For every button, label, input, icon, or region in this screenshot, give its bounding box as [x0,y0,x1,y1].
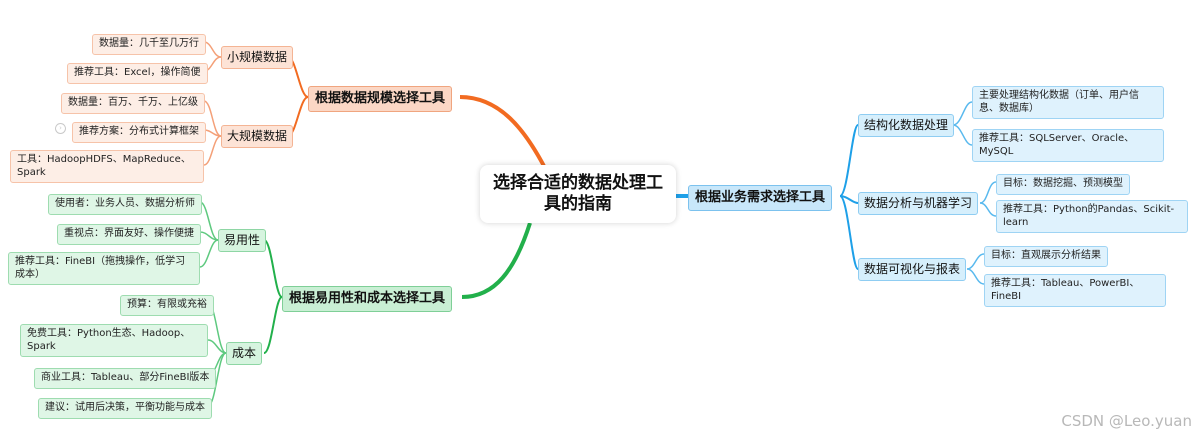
topic-large-data[interactable]: 大规模数据 [221,125,294,148]
connector-usability-cost [263,296,283,354]
connector-structured-leaf2 [952,124,973,146]
leaf-visual-goal[interactable]: 目标：直观展示分析结果 [984,246,1108,267]
watermark: CSDN @Leo.yuan [1061,412,1192,430]
leaf-large-tools[interactable]: 工具：HadoopHDFS、MapReduce、Spark [10,150,204,183]
connector-visual-leaf1 [966,253,985,270]
connector-structured-leaf1 [952,101,973,126]
topic-structured-data[interactable]: 结构化数据处理 [858,114,955,137]
connector-visual-leaf2 [966,268,985,285]
leaf-small-volume[interactable]: 数据量：几千至几万行 [92,34,206,55]
leaf-visual-tools[interactable]: 推荐工具：Tableau、PowerBI、FineBI [984,274,1166,307]
connector-large-leaf3 [203,135,222,166]
topic-cost[interactable]: 成本 [226,342,263,365]
branch-scale[interactable]: 根据数据规模选择工具 [308,86,453,113]
connector-root-usability [461,222,532,299]
topic-small-data[interactable]: 小规模数据 [221,46,294,69]
leaf-cost-free-tools[interactable]: 免费工具：Python生态、Hadoop、Spark [20,324,208,357]
connector-large-leaf2 [203,129,222,137]
connector-business-visual [839,195,859,270]
collapse-toggle-icon[interactable]: › [55,123,66,134]
leaf-ease-tool[interactable]: 推荐工具：FineBI（拖拽操作，低学习成本） [8,252,200,285]
branch-business-needs[interactable]: 根据业务需求选择工具 [688,185,833,212]
leaf-analysis-goal[interactable]: 目标：数据挖掘、预测模型 [996,174,1130,195]
leaf-ease-focus[interactable]: 重视点：界面友好、操作便捷 [57,224,201,245]
leaf-large-plan[interactable]: 推荐方案：分布式计算框架 [72,122,206,143]
leaf-small-tool[interactable]: 推荐工具：Excel，操作简便 [67,63,208,84]
connector-usability-ease [263,239,283,298]
topic-analysis-ml[interactable]: 数据分析与机器学习 [858,192,979,215]
topic-ease-of-use[interactable]: 易用性 [218,229,267,252]
connector-ease-leaf2 [199,231,219,241]
central-topic[interactable]: 选择合适的数据处理工具的指南 [480,165,676,223]
leaf-structured-desc[interactable]: 主要处理结构化数据（订单、用户信息、数据库） [972,86,1164,119]
connector-root-scale [459,95,547,169]
connector-analysis-leaf1 [979,181,997,204]
leaf-ease-users[interactable]: 使用者：业务人员、数据分析师 [48,194,202,215]
topic-visualization[interactable]: 数据可视化与报表 [858,258,967,281]
leaf-structured-tools[interactable]: 推荐工具：SQLServer、Oracle、MySQL [972,129,1164,162]
leaf-cost-advice[interactable]: 建议：试用后决策，平衡功能与成本 [38,398,212,419]
connector-small-leaf1 [203,41,222,58]
branch-usability-cost[interactable]: 根据易用性和成本选择工具 [282,286,453,313]
connector-ease-leaf3 [199,239,219,268]
connector-business-structured [839,124,859,197]
connector-ease-leaf1 [199,201,219,241]
leaf-large-volume[interactable]: 数据量：百万、千万、上亿级 [61,93,205,114]
connector-analysis-leaf2 [979,202,997,217]
leaf-analysis-tools[interactable]: 推荐工具：Python的Pandas、Scikit-learn [996,200,1188,233]
leaf-cost-budget[interactable]: 预算：有限或充裕 [120,295,214,316]
leaf-cost-commercial-tools[interactable]: 商业工具：Tableau、部分FineBI版本 [34,368,217,389]
connector-large-leaf1 [203,100,222,137]
